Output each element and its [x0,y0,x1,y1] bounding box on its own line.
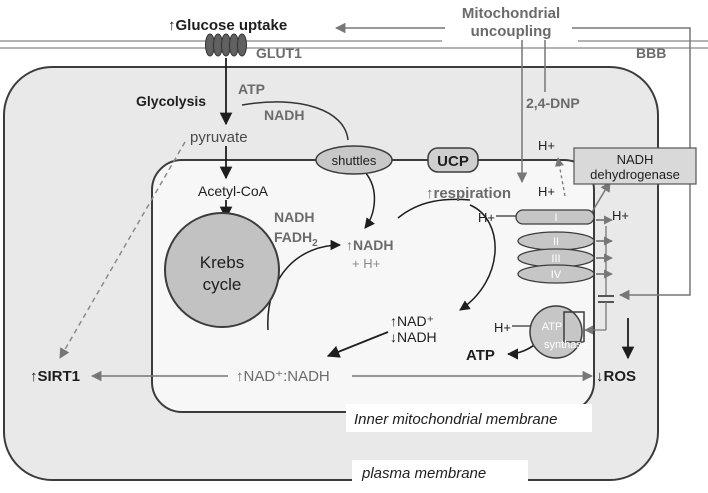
nadh-dehydrogenase-label-1: NADH [617,152,654,167]
complex-ii-label: II [553,236,559,248]
atp-synthase-stalk [563,311,585,343]
atp-synthase-oval [529,305,583,359]
inner-membrane-label-bg [346,404,592,432]
acetyl-coa-label: Acetyl-CoA [198,183,269,199]
complex-i-label: I [554,212,557,224]
nad-ratio-label: ↑NAD⁺:NADH [236,368,330,385]
complex-iv-label: IV [551,269,562,281]
ros-label: ↓ROS [596,368,636,385]
h-plus-synthase: H+ [494,320,511,335]
atp-top-label: ATP [238,81,265,97]
atp-synthase-label-2: synthase [544,339,588,351]
h-plus-complex-in: H+ [478,210,495,225]
nadh-up-label: ↑NADH [346,237,393,253]
uncoupling-label-line2: uncoupling [471,23,552,40]
nadh-fadh-label-2: FADH2 [274,229,318,249]
krebs-cycle [164,212,280,328]
pyruvate-label: pyruvate [190,129,248,146]
atp-synthase-label-1: ATP [542,321,563,333]
dnp-label: 2,4-DNP [526,95,580,111]
plasma-membrane-label-bg [352,460,528,486]
fadh-subscript: 2 [312,238,318,249]
shuttles-label: shuttles [332,153,377,168]
h-plus-complex-out: H+ [612,208,629,223]
glut1-label: GLUT1 [256,45,302,61]
electron-transport-chain [515,209,595,284]
sirt1-label: ↑SIRT1 [30,368,80,385]
glycolysis-label: Glycolysis [136,93,206,109]
nadh-dehydrogenase-label-2: dehydrogenase [590,167,680,182]
arrow-pyruvate-to-sirt1 [59,141,186,359]
nad-up-label: ↑NAD⁺ [390,313,434,329]
nadh-down-label: ↓NADH [390,329,437,345]
krebs-label-2: cycle [203,275,242,294]
uncoupling-box [442,2,578,42]
arrow-nadh-to-shuttles [241,101,349,141]
ucp-box [427,147,479,173]
arrow-respiration-nad [459,204,496,311]
krebs-label-1: Krebs [200,253,244,272]
complex-iii-label: III [551,253,560,265]
plasma-membrane-label: plasma membrane [361,465,486,482]
arrow-shuttles-to-nadh [364,171,376,229]
glucose-uptake-label: ↑Glucose uptake [168,17,287,34]
bbb-label: BBB [636,45,666,61]
h-plus-top: H+ [538,138,555,153]
nadh-dehydrogenase-box [573,147,697,185]
complex-i [515,209,595,225]
glut1-transporter [205,33,247,57]
uncoupling-label-line1: Mitochondrial [462,5,560,22]
complex-iv [517,264,595,284]
nadh-top-label: NADH [264,107,304,123]
atp-bottom-label: ATP [466,347,495,364]
inner-membrane-label: Inner mitochondrial membrane [354,411,557,428]
ucp-label: UCP [437,153,469,170]
shuttles-oval [315,145,393,175]
nadh-fadh-label-1: NADH [274,209,314,225]
arrow-h-up-dashed [555,157,566,197]
atp-synthase [529,305,585,359]
arrow-nad-to-ratio [326,331,389,358]
bbb-membrane [0,40,708,49]
arrow-nadh-respiration [397,198,471,219]
respiration-label: ↑respiration [426,185,511,202]
h-plus-respiration: H+ [538,184,555,199]
plus-h-label: + H+ [352,256,380,271]
fadh-text: FADH [274,229,312,245]
arrow-complex1-to-dehydrogenase [591,181,611,213]
arrow-krebs-to-nadh [267,239,342,331]
